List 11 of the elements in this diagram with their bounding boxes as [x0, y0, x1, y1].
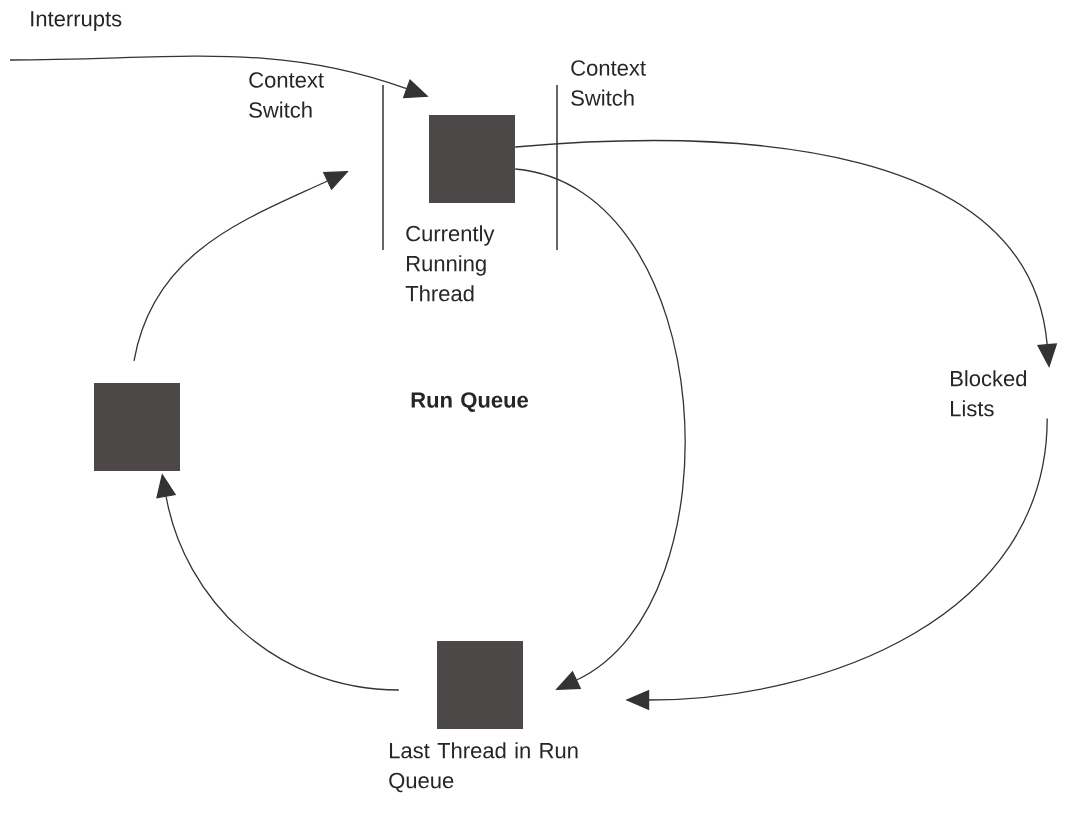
context-switch-label: Context Switch: [571, 60, 646, 106]
node-label: Last Thread in Run Queue: [389, 742, 578, 793]
section-label: Run Queue: [411, 392, 528, 412]
thread-square: Last Thread in Run Queue: [389, 641, 578, 793]
context-switch-label: Context Switch: [249, 72, 324, 118]
thread-square: [94, 383, 180, 471]
arrow: [514, 168, 686, 690]
node-label: Currently Running Thread: [405, 225, 495, 302]
edge-label: Interrupts: [28, 10, 124, 32]
thread-square: Currently Running Thread: [405, 115, 515, 302]
list-label: Blocked Lists: [951, 370, 1027, 417]
